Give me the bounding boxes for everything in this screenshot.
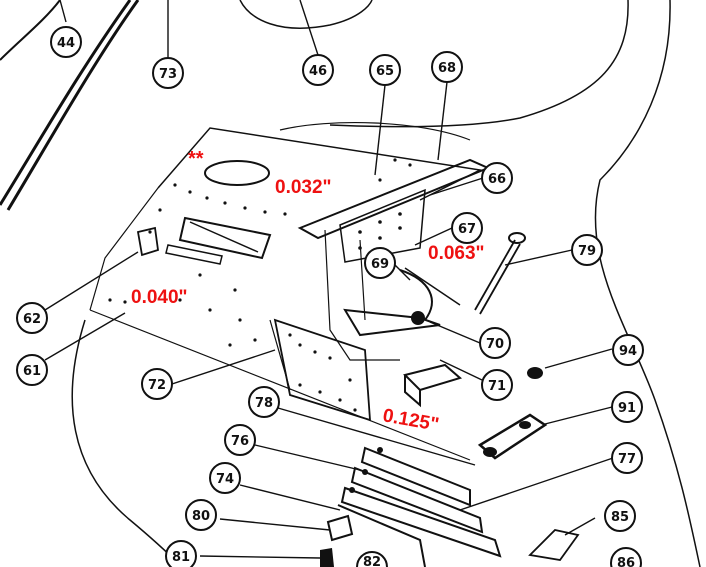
thickness-label-lower: 0.125" xyxy=(381,405,440,436)
callout-65: 65 xyxy=(369,54,401,86)
callout-72: 72 xyxy=(141,368,173,400)
callout-94: 94 xyxy=(612,334,644,366)
svg-text:73: 73 xyxy=(159,67,177,82)
stars-mark: ** xyxy=(188,148,204,170)
svg-text:86: 86 xyxy=(617,556,635,567)
svg-text:71: 71 xyxy=(488,379,506,394)
callout-77: 77 xyxy=(611,442,643,474)
svg-text:76: 76 xyxy=(231,434,249,449)
svg-text:85: 85 xyxy=(611,510,629,525)
callout-62: 62 xyxy=(16,302,48,334)
svg-text:62: 62 xyxy=(23,312,41,327)
svg-text:77: 77 xyxy=(618,452,636,467)
callout-74: 74 xyxy=(209,462,241,494)
svg-text:61: 61 xyxy=(23,364,41,379)
thickness-label-side: 0.040" xyxy=(131,287,188,308)
clip-part xyxy=(136,226,159,257)
callout-91: 91 xyxy=(611,391,643,423)
callout-81: 81 xyxy=(165,540,197,567)
thickness-label-top: 0.032" xyxy=(275,177,332,198)
bulkhead-structure xyxy=(89,127,483,461)
svg-text:66: 66 xyxy=(488,172,506,187)
svg-text:70: 70 xyxy=(486,337,504,352)
leader-lines xyxy=(44,0,614,559)
lower-panel-part xyxy=(273,318,371,422)
callout-61: 61 xyxy=(16,354,48,386)
svg-text:69: 69 xyxy=(371,257,389,272)
svg-text:80: 80 xyxy=(192,509,210,524)
svg-text:74: 74 xyxy=(216,472,234,487)
callout-80: 80 xyxy=(185,499,217,531)
bracket-assembly xyxy=(343,267,461,337)
callout-79: 79 xyxy=(571,234,603,266)
svg-text:78: 78 xyxy=(255,396,273,411)
callout-70: 70 xyxy=(479,327,511,359)
callout-73: 73 xyxy=(152,57,184,89)
svg-text:68: 68 xyxy=(438,61,456,76)
callout-44: 44 xyxy=(50,26,82,58)
svg-text:46: 46 xyxy=(309,64,327,79)
block-part xyxy=(403,363,463,408)
bolt-part xyxy=(474,232,526,315)
thickness-label-bracket: 0.063" xyxy=(428,243,485,264)
svg-text:44: 44 xyxy=(57,36,75,51)
callouts: 44 73 46 65 68 66 67 79 69 62 70 61 94 7… xyxy=(16,26,644,567)
callout-71: 71 xyxy=(481,369,513,401)
svg-text:81: 81 xyxy=(172,550,190,565)
callout-85: 85 xyxy=(604,500,636,532)
callout-46: 46 xyxy=(302,54,334,86)
callout-78: 78 xyxy=(248,386,280,418)
bearing-block-part xyxy=(477,413,548,460)
callout-67: 67 xyxy=(451,212,483,244)
svg-text:79: 79 xyxy=(578,244,596,259)
svg-text:65: 65 xyxy=(376,64,394,79)
fitting-part xyxy=(528,529,580,561)
callout-82: 82 xyxy=(356,551,388,567)
svg-text:67: 67 xyxy=(458,222,476,237)
callout-69: 69 xyxy=(364,247,396,279)
callout-76: 76 xyxy=(224,424,256,456)
callout-86: 86 xyxy=(610,547,642,567)
callout-66: 66 xyxy=(481,162,513,194)
nut-part xyxy=(527,367,543,379)
strip-stack xyxy=(337,446,502,567)
callout-68: 68 xyxy=(431,51,463,83)
svg-text:82: 82 xyxy=(363,555,381,567)
svg-text:94: 94 xyxy=(619,344,637,359)
spacer-part xyxy=(320,514,354,567)
svg-text:91: 91 xyxy=(618,401,636,416)
svg-text:72: 72 xyxy=(148,378,166,393)
